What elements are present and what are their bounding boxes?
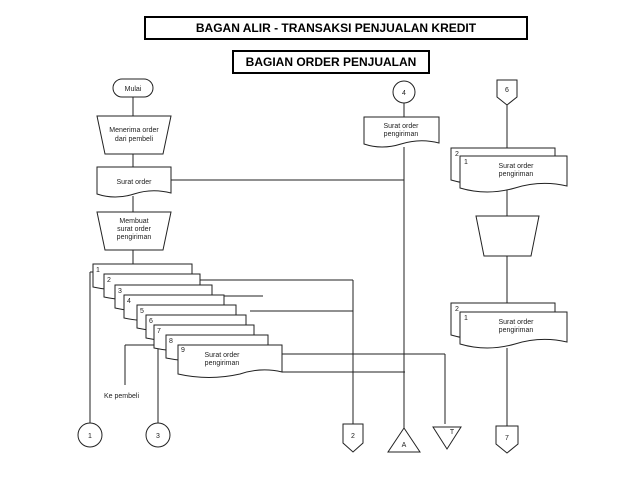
doc-shipping-line2: pengiriman — [384, 131, 419, 138]
connector-6-label: 6 — [505, 87, 509, 94]
end-connector-2-label: 2 — [351, 433, 355, 440]
process-make-line2: surat order — [117, 226, 152, 233]
copy-7-number: 7 — [157, 328, 161, 335]
end-connector-7-label: 7 — [505, 435, 509, 442]
start-terminal: Mulai — [112, 78, 154, 98]
right-stack-top-line1: Surat order — [498, 163, 534, 170]
copy-8-number: 8 — [169, 338, 173, 345]
right-stack-top: 2 1 Surat order pengiriman — [450, 147, 568, 193]
end-file-T: T — [432, 426, 462, 450]
right-manual-process — [475, 215, 540, 257]
right-stack-top-copy-2: 2 — [455, 151, 459, 158]
connector-4-label: 4 — [402, 90, 406, 97]
end-connector-2: 2 — [342, 423, 364, 453]
copy-stack: 1 2 3 4 5 6 7 8 — [92, 263, 283, 378]
end-connector-1: 1 — [77, 422, 103, 448]
copy-4-number: 4 — [127, 298, 131, 305]
end-connector-3: 3 — [145, 422, 171, 448]
doc-shipping-line1: Surat order — [383, 123, 419, 130]
copy-5-number: 5 — [140, 308, 144, 315]
end-connector-1-label: 1 — [88, 433, 92, 440]
copy-stack-label-line1: Surat order — [204, 352, 240, 359]
end-connector-3-label: 3 — [156, 433, 160, 440]
doc-surat-order-label: Surat order — [116, 179, 152, 186]
process-make-line1: Membuat — [119, 218, 148, 225]
right-stack-top-line2: pengiriman — [499, 171, 534, 178]
copy-1-number: 1 — [96, 267, 100, 274]
copy-stack-label-line2: pengiriman — [205, 360, 240, 367]
right-stack-bottom-copy-2: 2 — [455, 306, 459, 313]
copy-9-number: 9 — [181, 347, 185, 354]
process-receive-line1: Menerima order — [109, 127, 159, 134]
process-receive-order: Menerima order dari pembeli — [96, 115, 172, 155]
copy-2-number: 2 — [107, 277, 111, 284]
copy-6-number: 6 — [149, 318, 153, 325]
right-stack-bottom: 2 1 Surat order pengiriman — [450, 302, 568, 349]
right-stack-bottom-copy-1: 1 — [464, 315, 468, 322]
to-buyer-label: Ke pembeli — [104, 393, 139, 400]
doc-surat-order: Surat order — [96, 166, 172, 198]
doc-shipping-order: Surat order pengiriman — [363, 116, 440, 148]
connector-4: 4 — [392, 80, 416, 104]
start-label: Mulai — [125, 86, 142, 93]
end-connector-7: 7 — [495, 425, 519, 454]
right-stack-top-copy-1: 1 — [464, 159, 468, 166]
diagram-subtitle: BAGIAN ORDER PENJUALAN — [232, 50, 430, 74]
diagram-title: BAGAN ALIR - TRANSAKSI PENJUALAN KREDIT — [144, 16, 528, 40]
copy-9: 9 Surat order pengiriman — [177, 344, 283, 378]
right-stack-bottom-line1: Surat order — [498, 319, 534, 326]
copy-3-number: 3 — [118, 288, 122, 295]
connector-6: 6 — [496, 79, 518, 106]
process-make-line3: pengiriman — [117, 234, 152, 241]
end-file-A-label: A — [402, 442, 407, 449]
end-file-A: A — [387, 427, 421, 453]
right-stack-bottom-line2: pengiriman — [499, 327, 534, 334]
process-make-shipping-order: Membuat surat order pengiriman — [96, 211, 172, 251]
end-file-T-label: T — [450, 429, 455, 436]
process-receive-line2: dari pembeli — [115, 136, 154, 143]
